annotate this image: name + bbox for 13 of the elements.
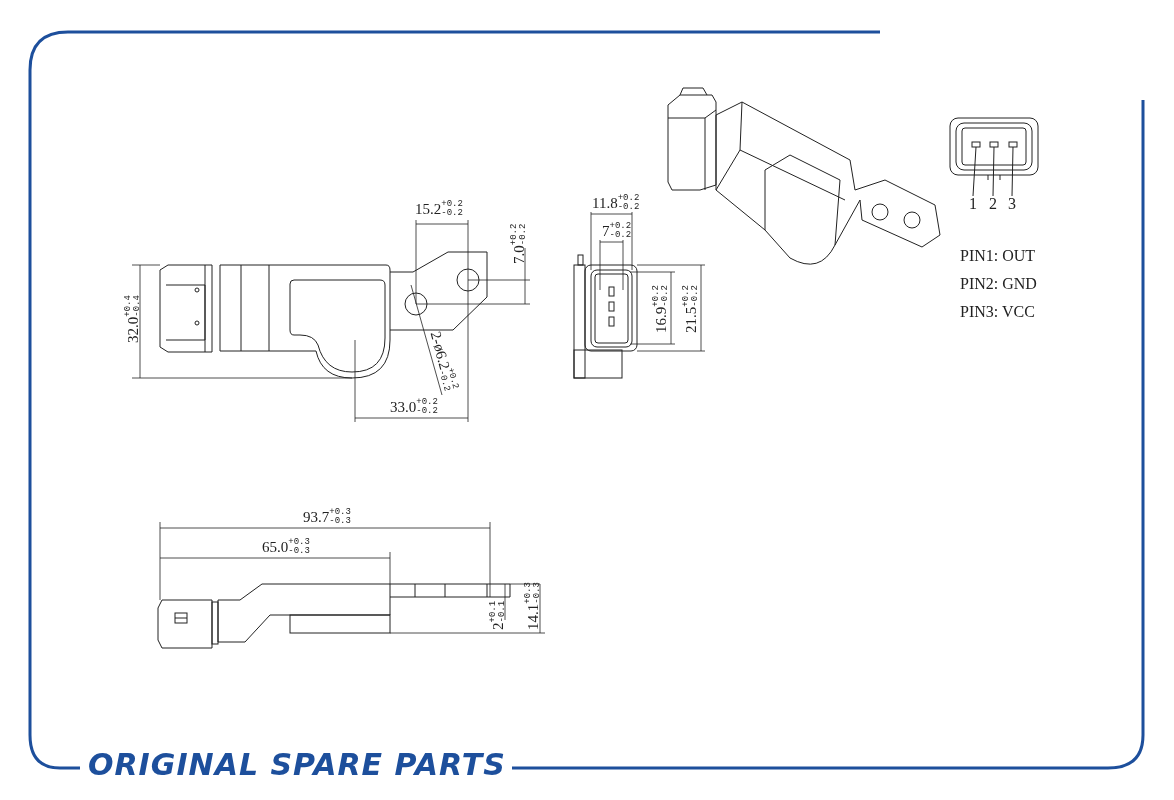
callout-number: 2 (989, 196, 997, 212)
pin-contact (1008, 141, 1018, 148)
leader-line (992, 146, 995, 197)
callout-number: 3 (1008, 196, 1016, 212)
leader-line (972, 146, 977, 197)
slogan-text: ORIGINAL SPARE PARTS (88, 750, 506, 780)
leader-line (1011, 146, 1014, 197)
pin-label: PIN2: GND (960, 276, 1037, 292)
pin-label: PIN1: OUT (960, 248, 1036, 264)
pin-label: PIN3: VCC (960, 304, 1035, 320)
pin-contact (989, 141, 999, 148)
pin-contact (971, 141, 981, 148)
callout-number: 1 (969, 196, 977, 212)
